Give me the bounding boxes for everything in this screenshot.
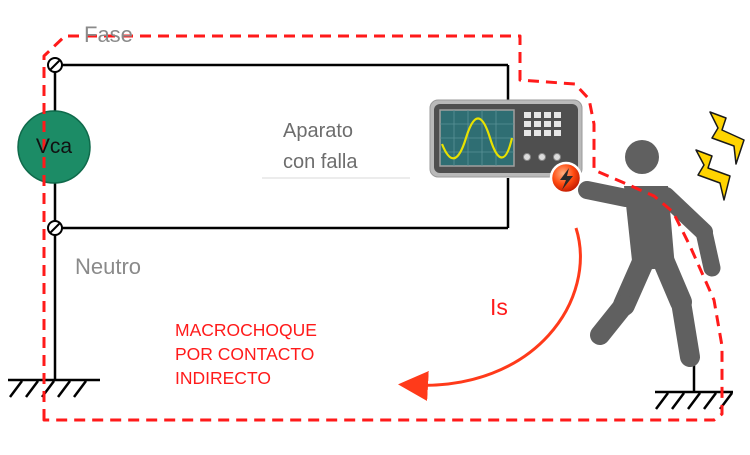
current-loop-dashed [42, 34, 724, 422]
title-line3: INDIRECTO [175, 368, 271, 388]
lightning-bolt-icon [695, 149, 731, 201]
terminal-neutral [47, 220, 63, 236]
terminal-phase [47, 57, 63, 73]
person-icon [578, 140, 721, 367]
current-flow-arrow [398, 227, 582, 401]
phase-label: Fase [84, 22, 133, 47]
ground-symbol-icon [8, 378, 100, 398]
title-line2: POR CONTACTO [175, 344, 315, 364]
electric-shock-badge-icon [549, 161, 583, 195]
device-label-line2: con falla [283, 151, 358, 173]
voltage-source [17, 110, 91, 184]
neutral-label: Neutro [75, 254, 142, 279]
current-label: Is [490, 294, 508, 320]
oscilloscope-icon [429, 99, 583, 178]
device-label-line1: Aparato [283, 120, 354, 142]
source-label: Vca [35, 135, 73, 158]
title-line1: MACROCHOQUE [175, 320, 317, 340]
lightning-bolt-icon [709, 111, 745, 165]
